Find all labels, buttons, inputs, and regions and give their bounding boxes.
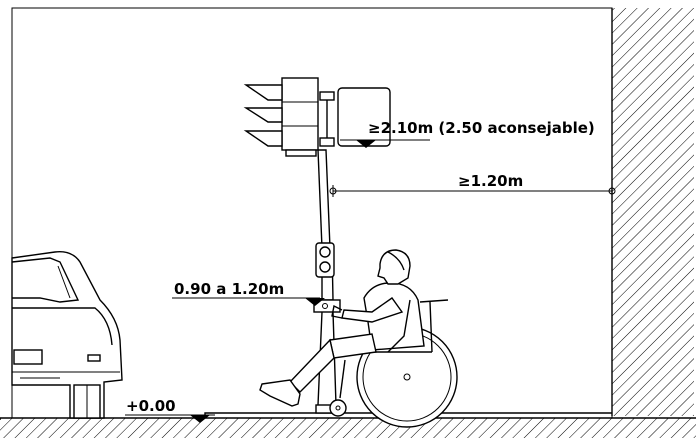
wall-distance-label: ≥1.20m <box>458 172 523 190</box>
wall-distance-dimension: ≥1.20m <box>329 172 616 197</box>
button-height-dimension: 0.90 a 1.20m <box>172 280 325 306</box>
car <box>11 251 123 419</box>
push-button <box>313 299 341 313</box>
button-height-label: 0.90 a 1.20m <box>174 280 284 298</box>
pedestrian-signal <box>315 242 335 278</box>
traffic-light <box>243 77 319 157</box>
pedestrian-signal-head <box>337 87 391 147</box>
ground-level-label: +0.00 <box>126 397 176 415</box>
level-marker: +0.00 <box>125 397 215 423</box>
wheelchair-user <box>259 249 458 428</box>
clearance-dimension: ≥2.10m (2.50 aconsejable) <box>340 119 595 148</box>
wall-hatch <box>611 8 694 416</box>
clearance-label: ≥2.10m (2.50 aconsejable) <box>368 119 595 137</box>
